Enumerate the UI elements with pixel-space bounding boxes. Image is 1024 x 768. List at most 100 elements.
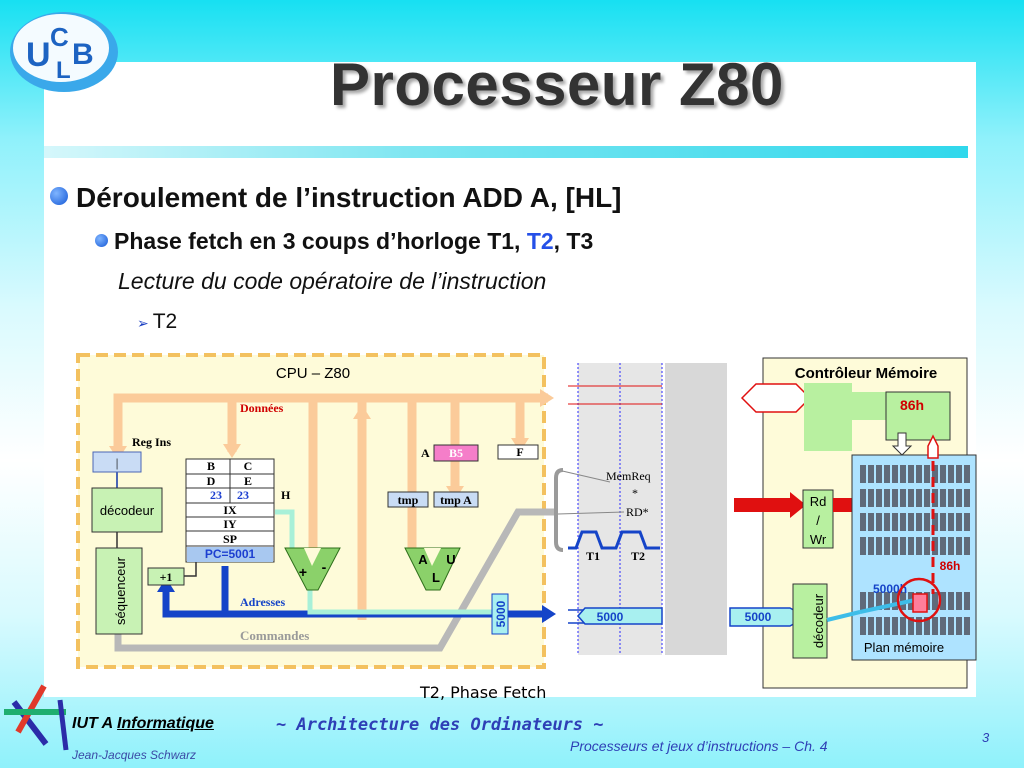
- memory-cell: [956, 537, 962, 555]
- footer-iut: IUT A Informatique: [72, 715, 214, 733]
- memory-cell: [948, 513, 954, 531]
- memory-cell: [940, 513, 946, 531]
- memreq-star: *: [632, 486, 638, 500]
- footer-author: Jean-Jacques Schwarz: [72, 748, 197, 762]
- rdwr-signal-arrow: [734, 492, 806, 518]
- reg-ins-value: |: [116, 455, 119, 470]
- memory-cell: [868, 592, 874, 610]
- rdwr-wr: Wr: [810, 532, 827, 547]
- logo-u: U: [26, 36, 51, 74]
- memory-cell: [884, 489, 890, 507]
- memory-cell: [908, 465, 914, 483]
- memory-cell: [932, 513, 938, 531]
- memory-cell: [940, 465, 946, 483]
- bullet-dot-icon: [50, 187, 68, 205]
- reg-pc: PC=5001: [205, 547, 256, 561]
- bullet-level2: Phase fetch en 3 coups d’horloge T1, T2,…: [95, 228, 593, 255]
- bullet-level1: Déroulement de l’instruction ADD A, [HL]: [50, 182, 622, 214]
- memory-cell: [884, 465, 890, 483]
- decodeur-label: décodeur: [100, 503, 155, 518]
- rdwr-rd: Rd: [810, 494, 827, 509]
- f-reg-box: [497, 444, 539, 460]
- mem-target-circle: [896, 577, 942, 623]
- bullet-level2-highlight: T2: [526, 228, 554, 254]
- memory-cell: [892, 513, 898, 531]
- commandes-label: Commandes: [240, 628, 309, 643]
- uclb-logo: U C L B: [10, 12, 118, 92]
- footer-course: ~ Architecture des Ordinateurs ~: [276, 715, 604, 735]
- bullet-level4: ➢T2: [137, 310, 177, 334]
- footer-chapter: Processeurs et jeux d’instructions – Ch.…: [570, 738, 828, 754]
- mem-addr-in-value: 5000: [745, 610, 772, 624]
- reg-ix: IX: [223, 503, 237, 517]
- plan-memoire-label: Plan mémoire: [864, 640, 944, 655]
- memory-cell: [940, 617, 946, 635]
- sequenceur-box: [95, 547, 143, 635]
- memory-cell: [948, 465, 954, 483]
- timing-panel: MemReq * RD* T1 T2 5000: [557, 363, 727, 655]
- memory-cell: [892, 617, 898, 635]
- data-bus: [113, 393, 548, 620]
- bullet-level4-text: T2: [152, 310, 178, 333]
- memory-cell: [860, 537, 866, 555]
- sequenceur-label: séquenceur: [113, 556, 128, 625]
- memory-cell: [876, 617, 882, 635]
- f-reg-label: F: [516, 445, 523, 459]
- memory-cell: [860, 465, 866, 483]
- mem-cell-value: 86h: [940, 559, 961, 573]
- memory-cell: [884, 513, 890, 531]
- memory-cell: [884, 617, 890, 635]
- reg-d: D: [207, 474, 216, 488]
- alu-l: L: [432, 570, 440, 585]
- decodeur-box: [91, 487, 163, 533]
- logo-c: C: [50, 22, 69, 52]
- cpu-title: CPU – Z80: [276, 365, 350, 382]
- diagram-caption: T2, Phase Fetch: [420, 683, 547, 702]
- page-number: 3: [982, 730, 990, 745]
- memory-cell: [924, 617, 930, 635]
- a-reg-value: B5: [449, 446, 463, 460]
- donnees-label: Données: [240, 401, 284, 415]
- rdwr-slash: /: [816, 513, 820, 528]
- memory-cell: [900, 617, 906, 635]
- memory-cell: [860, 617, 866, 635]
- memory-cell: [964, 465, 970, 483]
- memory-cell: [932, 489, 938, 507]
- memory-cell: [876, 489, 882, 507]
- memory-cell: [948, 489, 954, 507]
- memory-cell: [916, 489, 922, 507]
- adder-minus: -: [322, 559, 327, 575]
- adder-shape: [284, 547, 341, 591]
- memory-cell: [924, 537, 930, 555]
- memory-cell: [956, 513, 962, 531]
- memory-cell: [948, 617, 954, 635]
- rdwr-box: [802, 489, 834, 549]
- rd-label: RD*: [626, 505, 649, 519]
- memory-cell: [860, 489, 866, 507]
- alu-a: A: [418, 552, 428, 567]
- memory-cell: [868, 513, 874, 531]
- memory-cell: [892, 489, 898, 507]
- a-reg-box: [433, 444, 479, 462]
- cpu-addr-box: [491, 593, 509, 635]
- t1-label: T1: [586, 549, 600, 563]
- slide-title: Processeur Z80: [330, 51, 784, 118]
- tmp-box: [387, 491, 429, 508]
- mem-title: Contrôleur Mémoire: [795, 365, 938, 382]
- memory-cell: [868, 537, 874, 555]
- adresses-label: Adresses: [240, 595, 285, 609]
- memory-cell: [908, 513, 914, 531]
- memory-cell: [900, 465, 906, 483]
- mem-decodeur-label: décodeur: [811, 593, 826, 648]
- bullet-dot-icon: [95, 234, 108, 247]
- mem-decodeur-box: [792, 583, 828, 659]
- memory-cell: [900, 489, 906, 507]
- cpu-addr-value: 5000: [494, 600, 508, 627]
- memory-cell: [964, 513, 970, 531]
- memory-cell: [956, 617, 962, 635]
- title-underline-bar: [44, 146, 968, 158]
- reg-h-value: 23: [210, 488, 222, 502]
- memory-cell: [956, 465, 962, 483]
- reg-sp: SP: [223, 532, 237, 546]
